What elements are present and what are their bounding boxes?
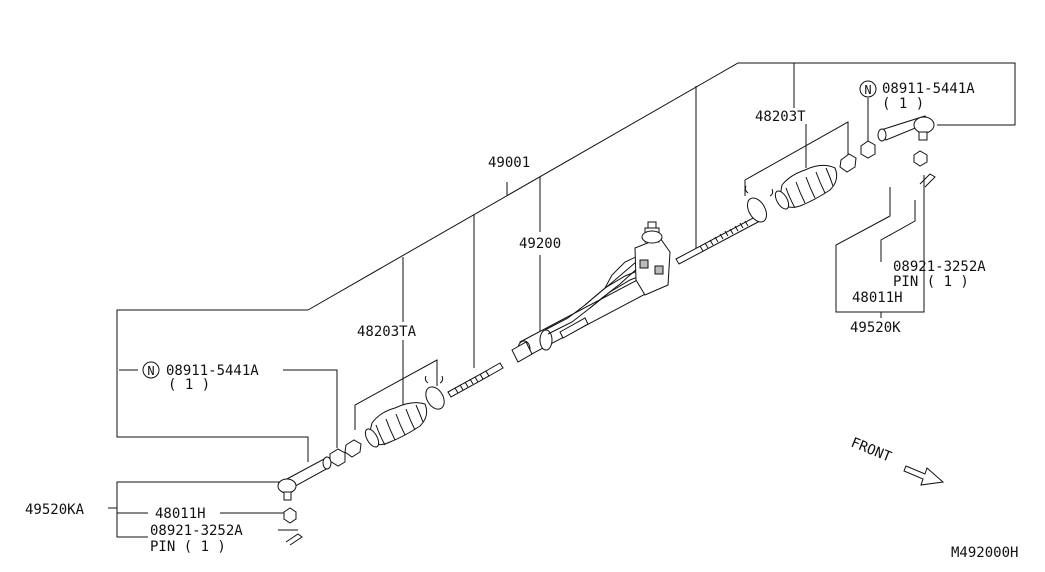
label-pin-left: 08921-3252A — [150, 523, 243, 539]
castle-nut-right — [913, 150, 928, 167]
label-boot-right: 48203T — [755, 109, 806, 125]
jam-nut-right — [839, 153, 857, 173]
bolt-left — [329, 448, 346, 467]
rack-housing — [511, 221, 671, 363]
label-nut-left: 48011H — [155, 506, 206, 522]
n-marker-right: N — [859, 80, 877, 98]
label-bolt-left-qty: ( 1 ) — [168, 377, 210, 393]
label-pin-right-text: PIN ( 1 ) — [893, 274, 969, 290]
reference-code: M492000H — [951, 545, 1018, 561]
label-gear: 49200 — [519, 236, 561, 252]
label-boot-left: 48203TA — [357, 324, 417, 340]
inner-tie-rod-right — [675, 216, 759, 265]
label-pin-right: 08921-3252A — [893, 259, 986, 275]
outer-tie-rod-end-right — [877, 115, 935, 142]
boot-left — [364, 402, 428, 448]
parts — [277, 115, 936, 546]
outer-tie-rod-end-left — [277, 456, 332, 501]
bolt-right — [860, 140, 876, 159]
boot-clamp-right — [747, 197, 767, 223]
cotter-pin-left — [285, 533, 303, 546]
label-end-right: 49520K — [850, 320, 901, 336]
svg-text:N: N — [864, 83, 871, 97]
label-end-left: 49520KA — [25, 502, 85, 518]
front-arrow-icon — [903, 465, 945, 486]
n-marker-left: N — [142, 361, 160, 379]
label-bolt-left: 08911-5441A — [166, 363, 259, 379]
jam-nut-left — [344, 439, 362, 458]
boot-right — [774, 164, 838, 210]
boot-clamp-left — [425, 386, 445, 410]
cotter-pin-right — [919, 173, 936, 188]
label-bolt-right: 08911-5441A — [882, 81, 975, 97]
castle-nut-left — [283, 507, 297, 524]
inner-tie-rod-left — [447, 362, 504, 398]
label-bolt-right-qty: ( 1 ) — [882, 96, 924, 112]
front-label: FRONT — [849, 435, 895, 466]
label-pin-left-text: PIN ( 1 ) — [150, 539, 226, 555]
label-assembly: 49001 — [488, 155, 530, 171]
front-indicator: FRONT — [849, 435, 945, 486]
svg-text:N: N — [147, 364, 154, 378]
label-nut-right: 48011H — [852, 290, 903, 306]
leader-lines — [108, 62, 1016, 538]
